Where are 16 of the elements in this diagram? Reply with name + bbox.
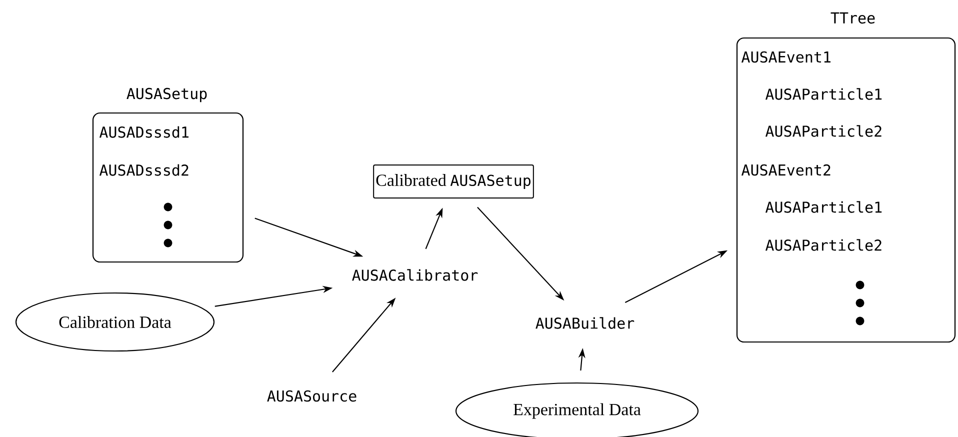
- class-label: AUSABuilder: [536, 317, 634, 329]
- class-name: AUSAParticle1: [765, 88, 882, 100]
- class-name: AUSAParticle2: [765, 239, 882, 251]
- setup-box: Calibrated AUSASetup: [373, 164, 534, 198]
- box-title: AUSASetup: [126, 88, 207, 102]
- class-name: AUSAEvent1: [741, 51, 830, 63]
- class-name: AUSAEvent2: [741, 164, 830, 176]
- class-box: [736, 12, 956, 343]
- class-name: AUSAParticle1: [765, 201, 882, 213]
- class-name: AUSAParticle2: [765, 125, 882, 137]
- class-label: AUSASource: [267, 390, 356, 402]
- box-title: TTree: [830, 12, 875, 24]
- class-name: AUSADsssd1: [99, 126, 188, 138]
- class-label: AUSACalibrator: [352, 269, 478, 281]
- class-name: AUSADsssd2: [99, 164, 188, 176]
- class-box: [92, 88, 244, 263]
